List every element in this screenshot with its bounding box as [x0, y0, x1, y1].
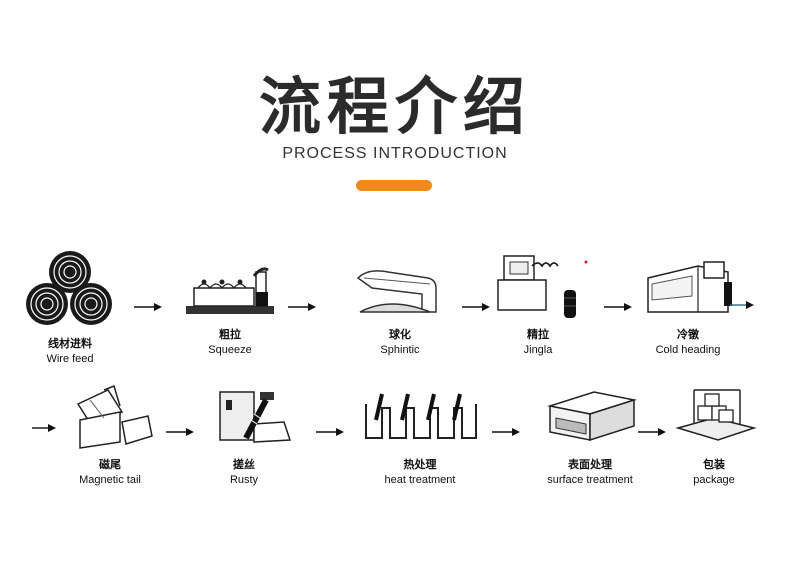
step-label-cn: 精拉 [527, 328, 549, 341]
flow-arrow [32, 418, 56, 437]
step-label-cn: 包装 [703, 458, 725, 471]
step-magnetic-tail: 磁尾 Magnetic tail [50, 384, 170, 486]
step-label-en: Magnetic tail [79, 474, 141, 486]
flow-arrow [288, 297, 316, 316]
squeeze-machine-icon [186, 267, 274, 314]
flow-arrow [604, 297, 632, 316]
step-squeeze: 粗拉 Squeeze [170, 262, 290, 356]
step-label-cn: 表面处理 [568, 458, 612, 471]
step-label-cn: 磁尾 [99, 458, 121, 471]
flow-arrow [638, 422, 666, 441]
step-label-en: surface treatment [547, 474, 633, 486]
surface-treatment-icon [547, 391, 637, 442]
step-label-en: Squeeze [208, 344, 252, 356]
package-icon [675, 389, 757, 441]
step-label-cn: 冷镦 [677, 328, 699, 341]
step-cold-heading: 冷镦 Cold heading [628, 258, 748, 356]
accent-bar [356, 180, 432, 191]
fine-drawing-icon [497, 255, 588, 318]
spheroidizing-icon [356, 270, 437, 313]
magnetic-tail-icon [76, 384, 153, 449]
flow-arrow [166, 422, 194, 441]
flow-arrow [730, 295, 754, 314]
step-jingla: 精拉 Jingla [478, 250, 598, 356]
flow-arrow [492, 422, 520, 441]
step-wire-feed: 线材进料 Wire feed [10, 246, 130, 365]
step-package: 包装 package [654, 380, 774, 486]
step-surface-treatment: 表面处理 surface treatment [530, 384, 650, 486]
step-heat-treatment: 热处理 heat treatment [360, 384, 480, 486]
cold-heading-machine-icon [647, 261, 732, 313]
step-label-cn: 搓丝 [233, 458, 255, 471]
step-label-en: Cold heading [655, 344, 721, 356]
page-title: 流程介绍 [258, 70, 531, 143]
flow-arrow [316, 422, 344, 441]
step-label-en: Wire feed [46, 353, 94, 365]
step-rusty: 搓丝 Rusty [184, 384, 304, 486]
step-sphintic: 球化 Sphintic [340, 262, 460, 356]
step-label-cn: 线材进料 [48, 337, 92, 350]
step-label-cn: 球化 [389, 328, 411, 341]
step-label-en: heat treatment [384, 474, 456, 486]
page-subtitle: PROCESS INTRODUCTION [282, 145, 508, 162]
step-label-cn: 粗拉 [219, 328, 241, 341]
step-label-en: package [693, 474, 735, 486]
step-label-en: Sphintic [380, 344, 420, 356]
heat-treatment-icon [365, 393, 477, 439]
wire-coil-icon [26, 251, 112, 325]
flow-arrow [462, 297, 490, 316]
step-label-en: Rusty [229, 474, 259, 486]
step-label-cn: 热处理 [403, 458, 437, 471]
flow-arrow [134, 297, 162, 316]
step-label-en: Jingla [523, 344, 553, 356]
thread-rolling-icon [219, 391, 292, 443]
